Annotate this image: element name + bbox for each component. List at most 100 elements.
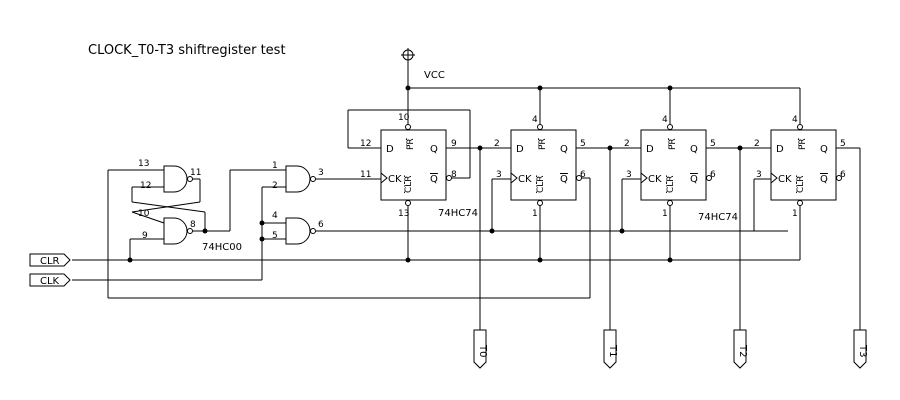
latch-wiring bbox=[107, 169, 788, 299]
ff1-qbar-label: Q bbox=[430, 174, 438, 185]
output-label-t1: T1 bbox=[607, 344, 618, 357]
ff1-ck-label: CK bbox=[388, 174, 402, 185]
pin-number: 1 bbox=[662, 209, 668, 219]
vcc-label: VCC bbox=[424, 70, 445, 81]
ff2-pr-label: PR bbox=[538, 138, 548, 150]
ff3-ck-label: CK bbox=[648, 174, 662, 185]
ff3-q-label: Q bbox=[690, 144, 698, 155]
junction-dot bbox=[127, 257, 133, 263]
pin-number: 5 bbox=[710, 139, 716, 149]
pin-number: 1 bbox=[532, 209, 538, 219]
pin-number: 9 bbox=[142, 231, 148, 241]
pin-number: 12 bbox=[360, 139, 371, 149]
pin-number: 10 bbox=[398, 113, 410, 123]
output-label-t2: T2 bbox=[737, 344, 748, 357]
pin-number: 4 bbox=[532, 115, 538, 125]
ff3-pr-label: PR bbox=[668, 138, 678, 150]
pin-number: 8 bbox=[451, 170, 457, 180]
pin-number: 1 bbox=[272, 161, 278, 171]
pin-number: 3 bbox=[626, 170, 632, 180]
ff4-pr-label: PR bbox=[798, 138, 808, 150]
output-wires bbox=[479, 148, 861, 330]
pin-number: 3 bbox=[756, 170, 762, 180]
pin-number: 1 bbox=[792, 209, 798, 219]
ff4-ck-label: CK bbox=[778, 174, 792, 185]
pin-number: 11 bbox=[360, 170, 371, 180]
ff4-d-label: D bbox=[776, 144, 784, 155]
chip-label-74hc74: 74HC74 bbox=[698, 212, 738, 223]
clr-input-label: CLR bbox=[40, 256, 60, 267]
junction-dot bbox=[667, 85, 673, 91]
junction-dot bbox=[405, 85, 411, 91]
junction-dot bbox=[202, 228, 208, 234]
nand-gate-2 bbox=[163, 217, 193, 245]
junction-dot bbox=[259, 236, 265, 242]
nand-gate-4 bbox=[285, 217, 316, 245]
pin-number: 6 bbox=[318, 220, 324, 230]
pin-number: 5 bbox=[840, 139, 846, 149]
output-port-t3 bbox=[853, 329, 867, 369]
pin-number: 2 bbox=[272, 181, 278, 191]
pin-number: 13 bbox=[138, 159, 149, 169]
junction-dot bbox=[737, 145, 743, 151]
junction-dot bbox=[619, 228, 625, 234]
output-label-t0: T0 bbox=[477, 344, 488, 357]
junction-dot bbox=[489, 228, 495, 234]
pin-number: 5 bbox=[580, 139, 586, 149]
ff2-ck-label: CK bbox=[518, 174, 532, 185]
ff2-qbar-label: Q bbox=[560, 174, 568, 185]
output-port-t0 bbox=[473, 329, 487, 369]
clk-input-label: CLK bbox=[40, 276, 60, 287]
nand-gate-3 bbox=[285, 165, 316, 193]
output-port-t1 bbox=[603, 329, 617, 369]
pin-number: 4 bbox=[662, 115, 668, 125]
ff4-q-label: Q bbox=[820, 144, 828, 155]
clr-input-port bbox=[29, 253, 71, 267]
junction-dot bbox=[259, 220, 265, 226]
vcc-symbol bbox=[401, 48, 415, 88]
pin-number: 8 bbox=[190, 220, 196, 230]
pin-number: 6 bbox=[840, 170, 846, 180]
pin-number: 10 bbox=[138, 209, 150, 219]
flip-flop-3 bbox=[610, 120, 740, 260]
pin-number: 3 bbox=[496, 170, 502, 180]
pin-number: 2 bbox=[494, 139, 500, 149]
pin-number: 6 bbox=[710, 170, 716, 180]
vcc-rail bbox=[407, 87, 801, 120]
output-port-t2 bbox=[733, 329, 747, 369]
pin-number: 13 bbox=[398, 209, 409, 219]
schematic-title: CLOCK_T0-T3 shiftregister test bbox=[88, 43, 286, 58]
pin-number: 4 bbox=[792, 115, 798, 125]
pin-number: 4 bbox=[272, 211, 278, 221]
ff3-qbar-label: Q bbox=[690, 174, 698, 185]
pin-number: 6 bbox=[580, 170, 586, 180]
chip-label-74hc74: 74HC74 bbox=[438, 208, 478, 219]
pin-number: 9 bbox=[451, 139, 457, 149]
ff3-clr-label: CLR bbox=[666, 175, 676, 193]
ff1-pr-label: PR bbox=[406, 138, 416, 150]
ff1-clr-label: CLR bbox=[404, 175, 414, 193]
pin-number: 5 bbox=[272, 231, 278, 241]
clk-input-port bbox=[29, 273, 71, 287]
ff3-d-label: D bbox=[646, 144, 654, 155]
pin-number: 2 bbox=[624, 139, 630, 149]
flip-flop-2 bbox=[480, 120, 610, 260]
pin-number: 12 bbox=[140, 181, 151, 191]
pin-number: 11 bbox=[190, 168, 201, 178]
chip-label-74hc00: 74HC00 bbox=[202, 242, 242, 253]
junction-dot bbox=[537, 85, 543, 91]
pin-number: 3 bbox=[318, 168, 324, 178]
ff1-d-label: D bbox=[386, 144, 394, 155]
junction-dot bbox=[477, 145, 483, 151]
pin-number: 2 bbox=[754, 139, 760, 149]
junction-dot bbox=[607, 145, 613, 151]
ff2-d-label: D bbox=[516, 144, 524, 155]
ff2-clr-label: CLR bbox=[536, 175, 546, 193]
ff2-q-label: Q bbox=[560, 144, 568, 155]
flip-flop-1 bbox=[355, 110, 480, 260]
ff4-clr-label: CLR bbox=[796, 175, 806, 193]
flip-flop-4 bbox=[740, 120, 860, 260]
output-label-t3: T3 bbox=[857, 344, 868, 357]
ff4-qbar-label: Q bbox=[820, 174, 828, 185]
